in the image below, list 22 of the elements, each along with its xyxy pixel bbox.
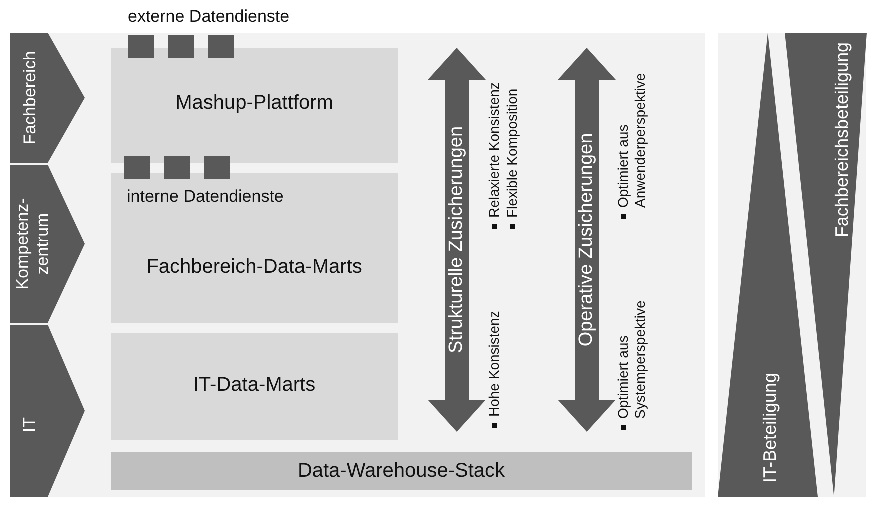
label-text: Strukturelle Zusicherungen: [445, 125, 468, 356]
label-text: externe Datendienste: [128, 7, 290, 27]
bullet-text: Relaxierte Konsistenz: [486, 82, 503, 218]
bullet-text: Optimiert aus Anwenderperspektive: [615, 72, 649, 208]
label-text: IT: [19, 416, 40, 435]
label-text: IT-Data-Marts: [192, 374, 317, 397]
label-text: Operative Zusicherungen: [575, 132, 598, 349]
label-text: Fachbereich: [19, 50, 40, 147]
label-text: Fachbereich-Data-Marts: [146, 256, 364, 279]
layer-box: [111, 452, 692, 490]
label-text: Mashup-Plattform: [174, 92, 334, 115]
label-text: IT-Beteiligung: [758, 372, 781, 486]
label-text: Fachbereichsbeteiligung: [830, 41, 853, 240]
label-text: interne Datendienste: [127, 187, 285, 207]
layer-box: [111, 333, 398, 440]
bullet-text: Flexible Komposition: [504, 88, 521, 218]
label-text: Kompetenz- zentrum: [12, 198, 53, 290]
bullet-text: Hohe Konsistenz: [486, 311, 503, 417]
layer-box: [111, 173, 398, 323]
layer-box: [111, 48, 398, 163]
bullet-text: Optimiert aus Systemperspektive: [615, 300, 649, 419]
label-text: Data-Warehouse-Stack: [296, 460, 506, 483]
